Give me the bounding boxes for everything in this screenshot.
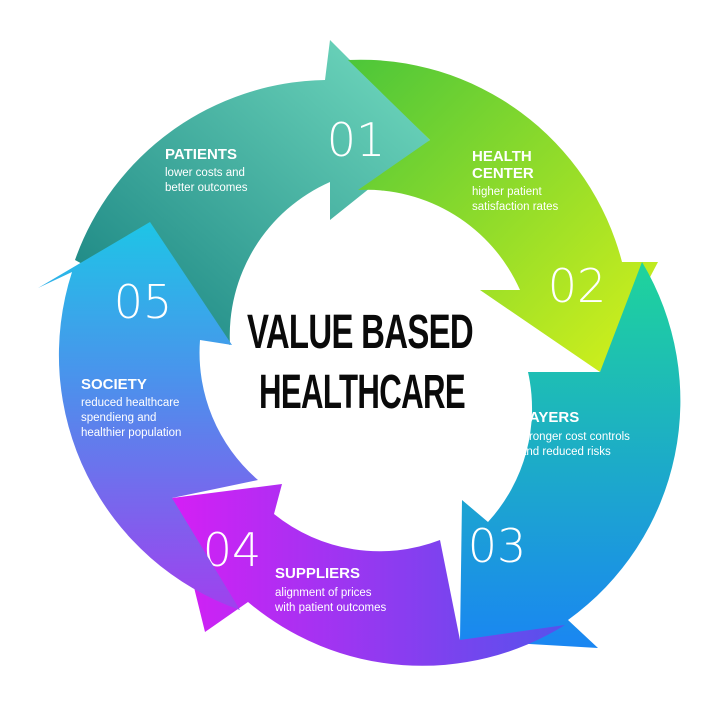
- segment-payers-arrow: [460, 262, 681, 648]
- center-title-line1: VALUE BASED: [247, 306, 473, 359]
- segment-desc-society-line1: reduced healthcare: [81, 397, 179, 409]
- segment-number-03: 03: [468, 519, 527, 573]
- center-label: VALUE BASED HEALTHCARE: [247, 306, 474, 419]
- center-title-line2: HEALTHCARE: [259, 366, 465, 419]
- segment-society-arrow: [38, 222, 258, 610]
- segment-desc-society-line3: healthier population: [81, 427, 181, 439]
- segment-suppliers-arrow: [172, 484, 565, 666]
- segment-number-01: 01: [327, 113, 386, 167]
- segment-health-center-arrow: [348, 59, 658, 373]
- segment-desc-payers-line1: stronger cost controls: [520, 431, 630, 443]
- segment-desc-suppliers-line2: with patient outcomes: [274, 602, 386, 614]
- segment-society: 05 SOCIETY reduced healthcare spendieng …: [38, 222, 258, 610]
- segment-title-payers: PAYERS: [520, 409, 579, 426]
- segment-title-health-line2: CENTER: [472, 165, 534, 182]
- segment-desc-health-line1: higher patient: [472, 186, 542, 198]
- segment-desc-society-line2: spendieng and: [81, 412, 156, 424]
- segment-title-society: SOCIETY: [81, 376, 147, 393]
- segment-desc-health-line2: satisfaction rates: [472, 201, 559, 213]
- segment-title-patients: PATIENTS: [165, 146, 237, 163]
- segment-desc-patients-line1: lower costs and: [165, 167, 245, 179]
- segment-title-health-line1: HEALTH: [472, 148, 532, 165]
- segment-payers: 03 PAYERS stronger cost controls and red…: [460, 262, 681, 648]
- segment-desc-suppliers-line1: alignment of prices: [275, 587, 372, 599]
- segment-desc-payers-line2: and reduced risks: [520, 446, 611, 458]
- segment-title-suppliers: SUPPLIERS: [275, 565, 360, 582]
- segment-desc-patients-line2: better outcomes: [165, 182, 248, 194]
- segment-health-center: 02 HEALTH CENTER higher patient satisfac…: [348, 59, 658, 373]
- segment-number-02: 02: [548, 259, 607, 313]
- segment-number-05: 05: [114, 275, 173, 329]
